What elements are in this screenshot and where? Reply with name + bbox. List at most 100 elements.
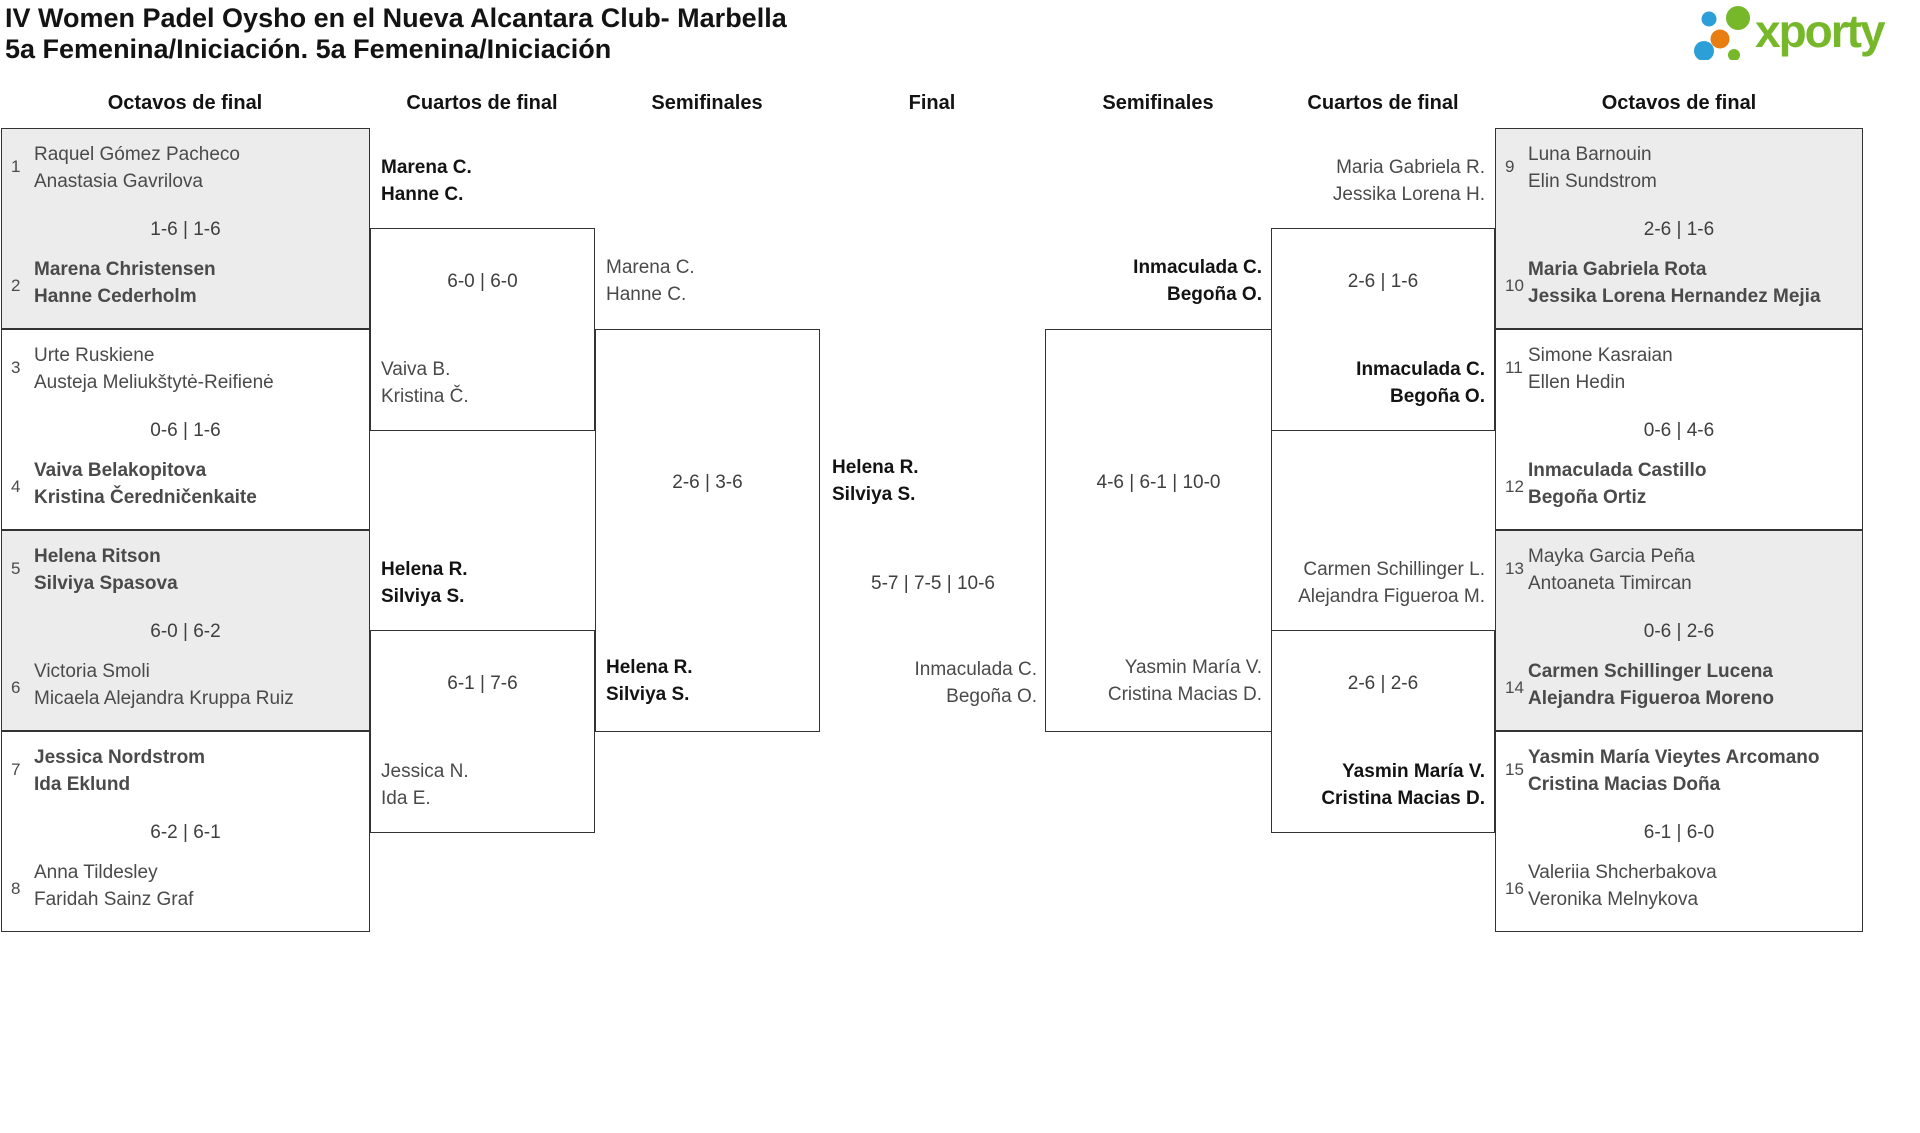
- team-name-line: Alejandra Figueroa M.: [1298, 586, 1485, 607]
- team-label: Marena C. Hanne C.: [606, 254, 695, 308]
- team-name-line: Yasmin María Vieytes Arcomano: [1528, 747, 1820, 768]
- round-label-qf-left: Cuartos de final: [406, 92, 558, 114]
- team-name-line: Cristina Macias Doña: [1528, 774, 1721, 795]
- team-label: Yasmin María V. Cristina Macias D.: [1321, 758, 1485, 812]
- round-label-r16-left: Octavos de final: [107, 92, 263, 114]
- xporty-logo-text: xporty: [1755, 5, 1886, 57]
- team-name-line: Begoña O.: [946, 686, 1037, 707]
- team-label: Jessica N. Ida E.: [381, 758, 469, 812]
- team-name-line: Helena R.: [381, 559, 468, 580]
- match-score: 0-6 | 1-6: [150, 420, 221, 441]
- team-name-line: Micaela Alejandra Kruppa Ruiz: [34, 688, 294, 709]
- team-name-line: Yasmin María V.: [1342, 761, 1485, 782]
- team-name-line: Cristina Macias D.: [1107, 684, 1262, 705]
- match-score: 2-6 | 1-6: [1347, 271, 1419, 292]
- team-name-line: Vaiva Belakopitova: [34, 460, 207, 481]
- team-label: Marena Christensen Hanne Cederholm: [34, 256, 216, 310]
- team-name-line: Marena C.: [381, 157, 472, 178]
- seed-number: 11: [1505, 358, 1523, 377]
- page-title-line2: 5a Femenina/Iniciación. 5a Femenina/Inic…: [5, 34, 612, 64]
- team-name-line: Maria Gabriela Rota: [1528, 259, 1707, 280]
- team-name-line: Ida Eklund: [34, 774, 131, 795]
- team-label: Inmaculada C. Begoña O.: [1356, 356, 1485, 410]
- team-label: Vaiva B. Kristina Č.: [381, 356, 469, 410]
- xporty-logo[interactable]: xporty: [1692, 4, 1886, 60]
- team-name-line: Begoña O.: [1166, 284, 1262, 305]
- match-score: 2-6 | 2-6: [1347, 673, 1419, 694]
- seed-number: 8: [11, 879, 21, 898]
- team-label: Mayka Garcia Peña Antoaneta Timircan: [1528, 543, 1695, 597]
- seed-number: 7: [11, 760, 21, 779]
- team-name-line: Austeja Meliukštytė-Reifienė: [34, 372, 274, 393]
- team-label: Victoria Smoli Micaela Alejandra Kruppa …: [34, 658, 294, 712]
- team-name-line: Carmen Schillinger Lucena: [1528, 661, 1773, 682]
- team-label: Anna Tildesley Faridah Sainz Graf: [34, 859, 193, 913]
- team-label: Urte Ruskiene Austeja Meliukštytė-Reifie…: [34, 342, 274, 396]
- team-name-line: Faridah Sainz Graf: [34, 889, 194, 910]
- match-score: 6-0 | 6-0: [447, 271, 518, 292]
- seed-number: 9: [1505, 157, 1515, 176]
- match-score: 4-6 | 6-1 | 10-0: [1096, 472, 1221, 493]
- seed-number: 16: [1505, 879, 1524, 898]
- team-label: Yasmin María V. Cristina Macias D.: [1108, 654, 1262, 708]
- seed-number: 10: [1505, 276, 1524, 295]
- team-name-line: Inmaculada C.: [1133, 257, 1262, 278]
- team-name-line: Kristina Čeredničenkaite: [34, 487, 257, 508]
- team-name-line: Yasmin María V.: [1124, 657, 1262, 678]
- page-title-line1: IV Women Padel Oysho en el Nueva Alcanta…: [5, 3, 787, 33]
- match-box-sf-right: [1045, 329, 1272, 732]
- match-box-r16-7: 13 Mayka Garcia Peña Antoaneta Timircan …: [1495, 530, 1863, 731]
- team-name-line: Silviya Spasova: [34, 573, 178, 594]
- team-name-line: Inmaculada C.: [914, 659, 1037, 680]
- team-name-line: Hanne Cederholm: [34, 286, 197, 307]
- team-label: Vaiva Belakopitova Kristina Čeredničenka…: [34, 457, 257, 511]
- team-name-line: Anna Tildesley: [34, 862, 158, 883]
- team-name-line: Raquel Gómez Pacheco: [34, 144, 240, 165]
- team-label: Inmaculada Castillo Begoña Ortiz: [1528, 457, 1706, 511]
- team-name-line: Veronika Melnykova: [1528, 889, 1699, 910]
- team-name-line: Valeriia Shcherbakova: [1528, 862, 1717, 883]
- seed-number: 14: [1505, 678, 1524, 697]
- xporty-logo-dots-icon: [1694, 6, 1750, 60]
- team-name-line: Luna Barnouin: [1528, 144, 1652, 165]
- team-name-line: Elin Sundstrom: [1528, 171, 1657, 192]
- team-label: Raquel Gómez Pacheco Anastasia Gavrilova: [34, 141, 240, 195]
- match-box-qf-right-2: [1271, 630, 1495, 833]
- seed-number: 4: [11, 477, 21, 496]
- team-name-line: Victoria Smoli: [34, 661, 150, 682]
- match-box-qf-left-2: [370, 630, 595, 833]
- team-name-line: Simone Kasraian: [1528, 345, 1673, 366]
- team-name-line: Silviya S.: [832, 484, 916, 505]
- match-score: 6-1 | 7-6: [447, 673, 518, 694]
- team-name-line: Kristina Č.: [381, 386, 469, 407]
- team-label: Carmen Schillinger Lucena Alejandra Figu…: [1528, 658, 1774, 712]
- team-name-line: Cristina Macias D.: [1321, 788, 1485, 809]
- team-name-line: Hanne C.: [606, 284, 687, 305]
- team-label: Jessica Nordstrom Ida Eklund: [34, 744, 205, 798]
- team-name-line: Helena R.: [606, 657, 693, 678]
- team-name-line: Inmaculada C.: [1356, 359, 1485, 380]
- team-name-line: Jessika Lorena H.: [1332, 184, 1485, 205]
- round-label-sf-right: Semifinales: [1102, 92, 1214, 114]
- round-label-qf-right: Cuartos de final: [1307, 92, 1459, 114]
- team-label: Simone Kasraian Ellen Hedin: [1528, 342, 1673, 396]
- team-name-line: Vaiva B.: [381, 359, 451, 380]
- team-name-line: Helena R.: [832, 457, 919, 478]
- team-name-line: Carmen Schillinger L.: [1303, 559, 1485, 580]
- team-name-line: Hanne C.: [381, 184, 464, 205]
- team-label: Inmaculada C. Begoña O.: [1133, 254, 1262, 308]
- page-title: IV Women Padel Oysho en el Nueva Alcanta…: [5, 3, 787, 65]
- team-name-line: Begoña O.: [1389, 386, 1485, 407]
- team-name-line: Silviya S.: [381, 586, 465, 607]
- team-name-line: Maria Gabriela R.: [1336, 157, 1485, 178]
- seed-number: 13: [1505, 559, 1524, 578]
- team-label: Yasmin María Vieytes Arcomano Cristina M…: [1528, 744, 1819, 798]
- match-box-r16-6: 11 Simone Kasraian Ellen Hedin 0-6 | 4-6…: [1495, 329, 1863, 530]
- match-box-r16-3: 5 Helena Ritson Silviya Spasova 6-0 | 6-…: [1, 530, 370, 731]
- team-name-line: Jessica N.: [381, 761, 469, 782]
- team-name-line: Marena Christensen: [34, 259, 216, 280]
- team-name-line: Mayka Garcia Peña: [1528, 546, 1695, 567]
- team-name-line: Antoaneta Timircan: [1528, 573, 1692, 594]
- team-name-line: Jessika Lorena Hernandez Mejia: [1528, 286, 1821, 307]
- seed-number: 6: [11, 678, 21, 697]
